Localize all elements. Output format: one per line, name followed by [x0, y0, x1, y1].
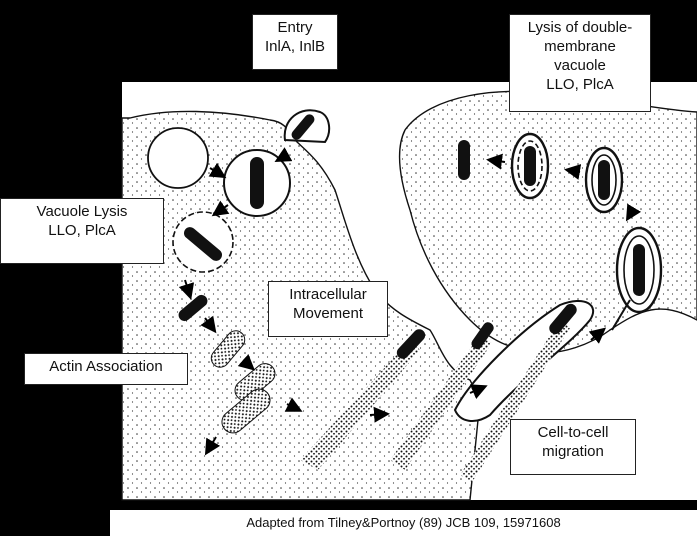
label-actin-association: Actin Association [24, 353, 188, 385]
lysing-vacuole [173, 212, 233, 272]
double-vacuole-3 [512, 134, 548, 198]
label-lysis-double-membrane: Lysis of double- membrane vacuole LLO, P… [509, 14, 651, 112]
double-vacuole-2 [586, 148, 622, 212]
double-vacuole-1 [617, 228, 661, 312]
label-actin-line-1: Actin Association [31, 357, 181, 376]
label-lysis-double-line-2: membrane [516, 37, 644, 56]
label-cell-to-cell-line-2: migration [517, 442, 629, 461]
label-lysis-double-line-4: LLO, PlcA [516, 75, 644, 94]
label-cell-to-cell-migration: Cell-to-cell migration [510, 419, 636, 475]
label-vacuole-lysis: Vacuole Lysis LLO, PlcA [0, 198, 164, 264]
label-entry: Entry InlA, InlB [252, 14, 338, 70]
label-entry-line-1: Entry [259, 18, 331, 37]
released-bacterium [458, 140, 470, 180]
arrow-9 [370, 414, 386, 415]
label-intracellular-movement: Intracellular Movement [268, 281, 388, 337]
vacuole-empty [148, 128, 208, 188]
label-vacuole-lysis-line-2: LLO, PlcA [7, 221, 157, 240]
label-lysis-double-line-3: vacuole [516, 56, 644, 75]
label-intracellular-line-1: Intracellular [275, 285, 381, 304]
label-vacuole-lysis-line-1: Vacuole Lysis [7, 202, 157, 221]
label-entry-line-2: InlA, InlB [259, 37, 331, 56]
label-lysis-double-line-1: Lysis of double- [516, 18, 644, 37]
label-cell-to-cell-line-1: Cell-to-cell [517, 423, 629, 442]
label-intracellular-line-2: Movement [275, 304, 381, 323]
figure-caption: Adapted from Tilney&Portnoy (89) JCB 109… [110, 510, 697, 536]
